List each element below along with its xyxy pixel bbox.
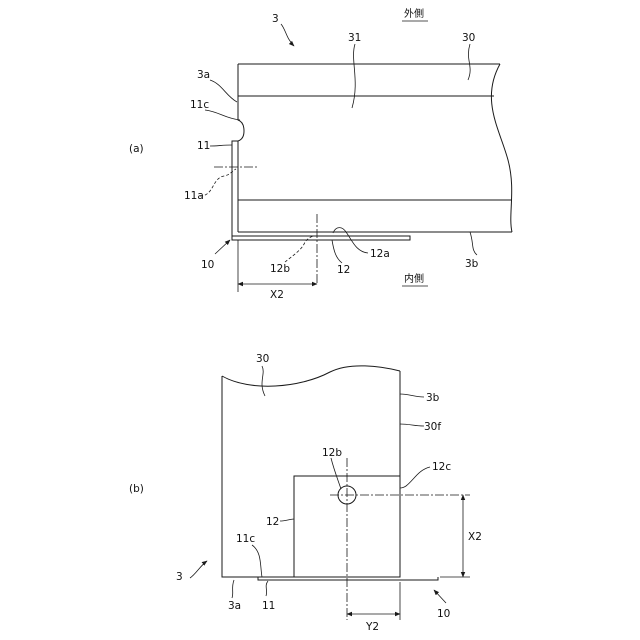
ref-a-12a: 12a <box>370 248 390 260</box>
leader-b-3b <box>400 394 424 397</box>
leader-b-12b <box>331 458 341 489</box>
ref-b-30: 30 <box>256 353 269 365</box>
ref-a-3: 3 <box>272 13 279 25</box>
side-label-outer: 外側 <box>404 7 424 20</box>
plate-30-outline <box>222 371 400 577</box>
leader-b-12c <box>400 467 430 488</box>
leader-11a <box>200 169 236 196</box>
leader-b-11c <box>252 545 262 577</box>
ref-b-11c: 11c <box>236 533 255 545</box>
leader-b-30 <box>262 366 265 396</box>
leader-11 <box>210 145 232 146</box>
leader-b-11 <box>266 581 268 596</box>
leader-30 <box>468 44 470 80</box>
ref-a-31: 31 <box>348 32 361 44</box>
ref-b-11: 11 <box>262 600 275 612</box>
ref-a-11: 11 <box>197 140 210 152</box>
view-b: (b) 30 3b 30f 12b 12c 12 <box>129 353 482 633</box>
ref-b-3a: 3a <box>228 600 241 612</box>
leader-10 <box>215 240 230 254</box>
ref-b-12c: 12c <box>432 461 451 473</box>
inner-label: 内側 <box>404 272 424 285</box>
view-a-label: (a) <box>129 143 144 155</box>
ref-a-12b: 12b <box>270 263 290 275</box>
ref-b-12b: 12b <box>322 447 342 459</box>
ref-a-3b: 3b <box>465 258 479 270</box>
view-a: (a) 外側 内側 3 31 <box>129 7 512 301</box>
leader-b-30f <box>400 424 424 426</box>
leader-b-3a <box>232 580 234 598</box>
dim-a-x2: X2 <box>270 289 284 301</box>
ref-b-30f: 30f <box>424 421 441 433</box>
dim-b-y2: Y2 <box>365 621 379 633</box>
leader-b-3 <box>190 561 207 578</box>
ref-a-12: 12 <box>337 264 350 276</box>
ref-a-3a: 3a <box>197 69 210 81</box>
flange-11 <box>232 141 238 236</box>
panel-left-edge <box>238 64 244 232</box>
ref-b-x2: X2 <box>468 531 482 543</box>
ref-a-11c: 11c <box>190 99 209 111</box>
ref-b-12: 12 <box>266 516 279 528</box>
ref-b-3b: 3b <box>426 392 440 404</box>
leader-b-10 <box>434 590 446 603</box>
ref-a-30: 30 <box>462 32 475 44</box>
leader-12 <box>332 240 342 263</box>
leader-3a <box>210 80 237 102</box>
plate-30-break <box>222 366 400 386</box>
leader-3 <box>281 24 294 46</box>
leader-31 <box>352 44 355 108</box>
flange-12 <box>232 236 410 240</box>
ref-a-11a: 11a <box>184 190 204 202</box>
ref-b-10: 10 <box>437 608 450 620</box>
ref-a-10: 10 <box>201 259 214 271</box>
leader-11c <box>205 110 240 120</box>
panel-break-line <box>491 64 512 232</box>
ref-b-3: 3 <box>176 571 183 583</box>
view-b-label: (b) <box>129 483 144 495</box>
leader-3b <box>470 232 477 255</box>
leader-b-12 <box>280 519 294 521</box>
